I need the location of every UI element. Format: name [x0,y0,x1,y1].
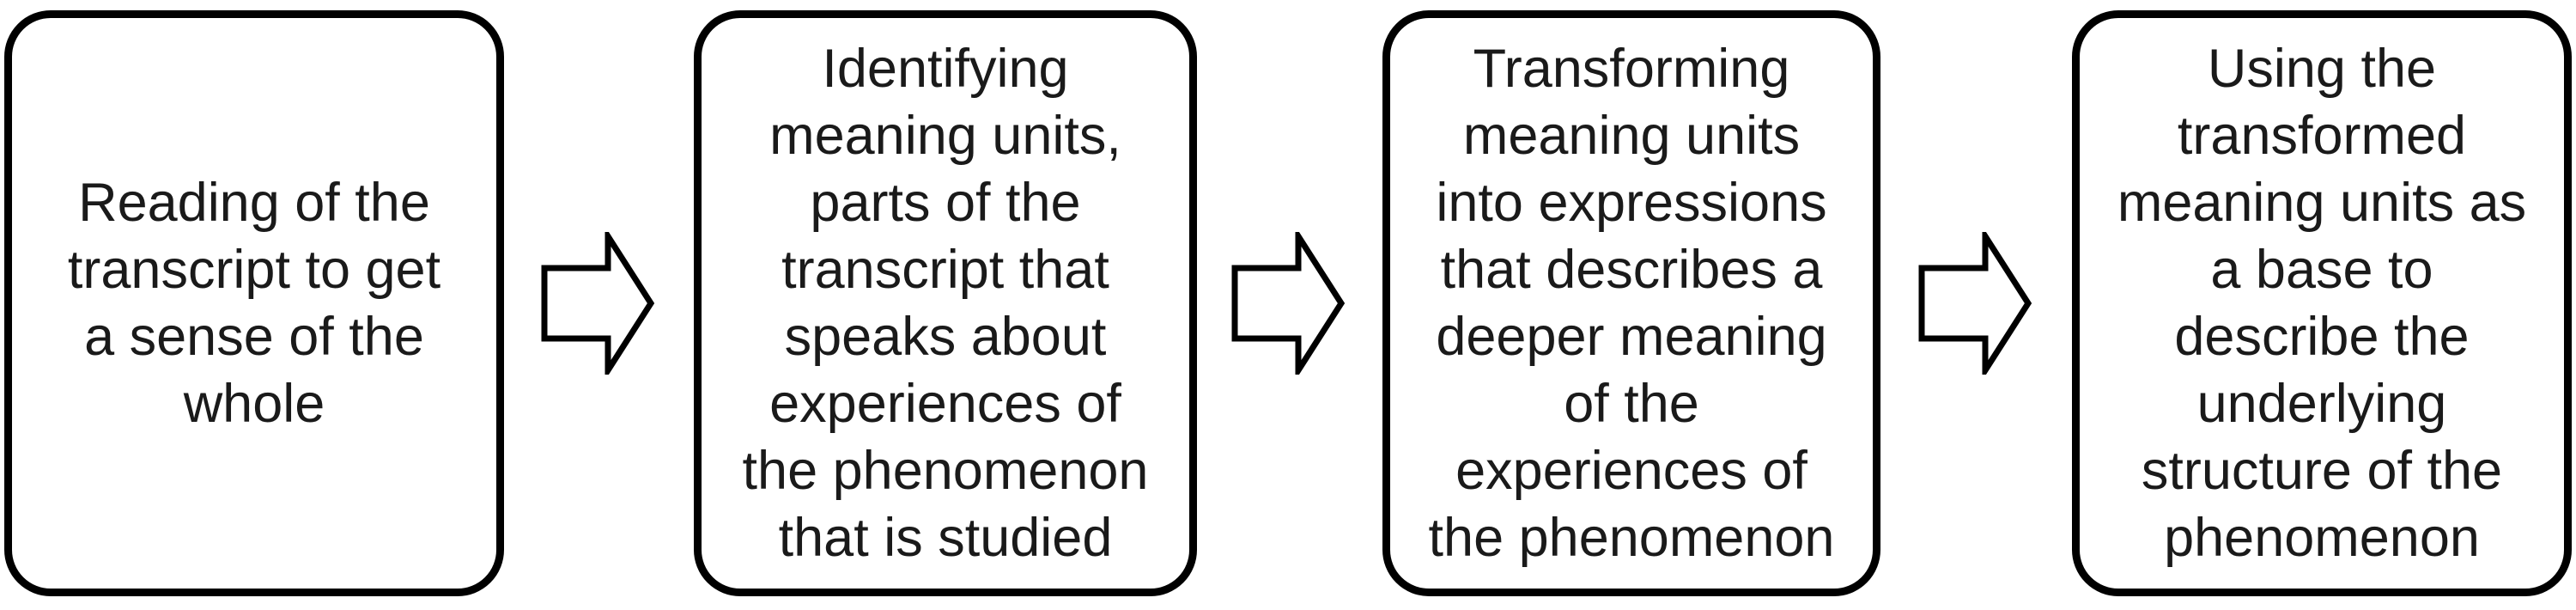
right-arrow-icon [541,232,655,375]
step-text-3: Transforming meaning units into expressi… [1429,35,1835,571]
step-2-line-7: the phenomenon [742,441,1149,501]
step-box-2: Identifying meaning units, parts of the … [694,10,1197,596]
step-3-line-5: deeper meaning [1436,307,1827,367]
step-3-line-7: experiences of [1455,441,1807,501]
step-box-4: Using the transformed meaning units as a… [2072,10,2572,596]
step-2-line-1: Identifying [822,39,1069,99]
step-3-line-1: Transforming [1473,39,1790,99]
step-text-4: Using the transformed meaning units as a… [2117,35,2526,571]
step-text-1: Reading of the transcript to get a sense… [68,169,440,437]
step-box-3: Transforming meaning units into expressi… [1382,10,1880,596]
step-4-line-2: transformed [2177,106,2467,166]
step-1-line-1: Reading of the [78,173,430,233]
step-1-line-3: a sense of the [84,307,424,367]
step-2-line-8: that is studied [778,508,1113,568]
step-2-line-6: experiences of [769,374,1121,434]
step-3-line-6: of the [1564,374,1699,434]
step-text-2: Identifying meaning units, parts of the … [743,35,1149,571]
right-arrow-icon [1231,232,1346,375]
step-2-line-2: meaning units, [769,106,1121,166]
step-2-line-5: speaks about [784,307,1107,367]
step-4-line-1: Using the [2207,39,2437,99]
step-4-line-5: describe the [2174,307,2470,367]
step-1-line-2: transcript to get [67,240,441,300]
step-4-line-3: meaning units as [2117,173,2527,233]
step-3-line-2: meaning units [1462,106,1801,166]
step-4-line-6: underlying [2196,374,2447,434]
step-2-line-3: parts of the [810,173,1081,233]
step-2-line-4: transcript that [781,240,1109,300]
step-4-line-7: structure of the [2141,441,2503,501]
step-3-line-3: into expressions [1436,173,1827,233]
step-3-line-8: the phenomenon [1428,508,1835,568]
right-arrow-icon [1918,232,2032,375]
step-box-1: Reading of the transcript to get a sense… [4,10,504,596]
step-4-line-8: phenomenon [2164,508,2480,568]
step-3-line-4: that describes a [1440,240,1823,300]
step-4-line-4: a base to [2210,240,2433,300]
step-1-line-4: whole [183,374,325,434]
